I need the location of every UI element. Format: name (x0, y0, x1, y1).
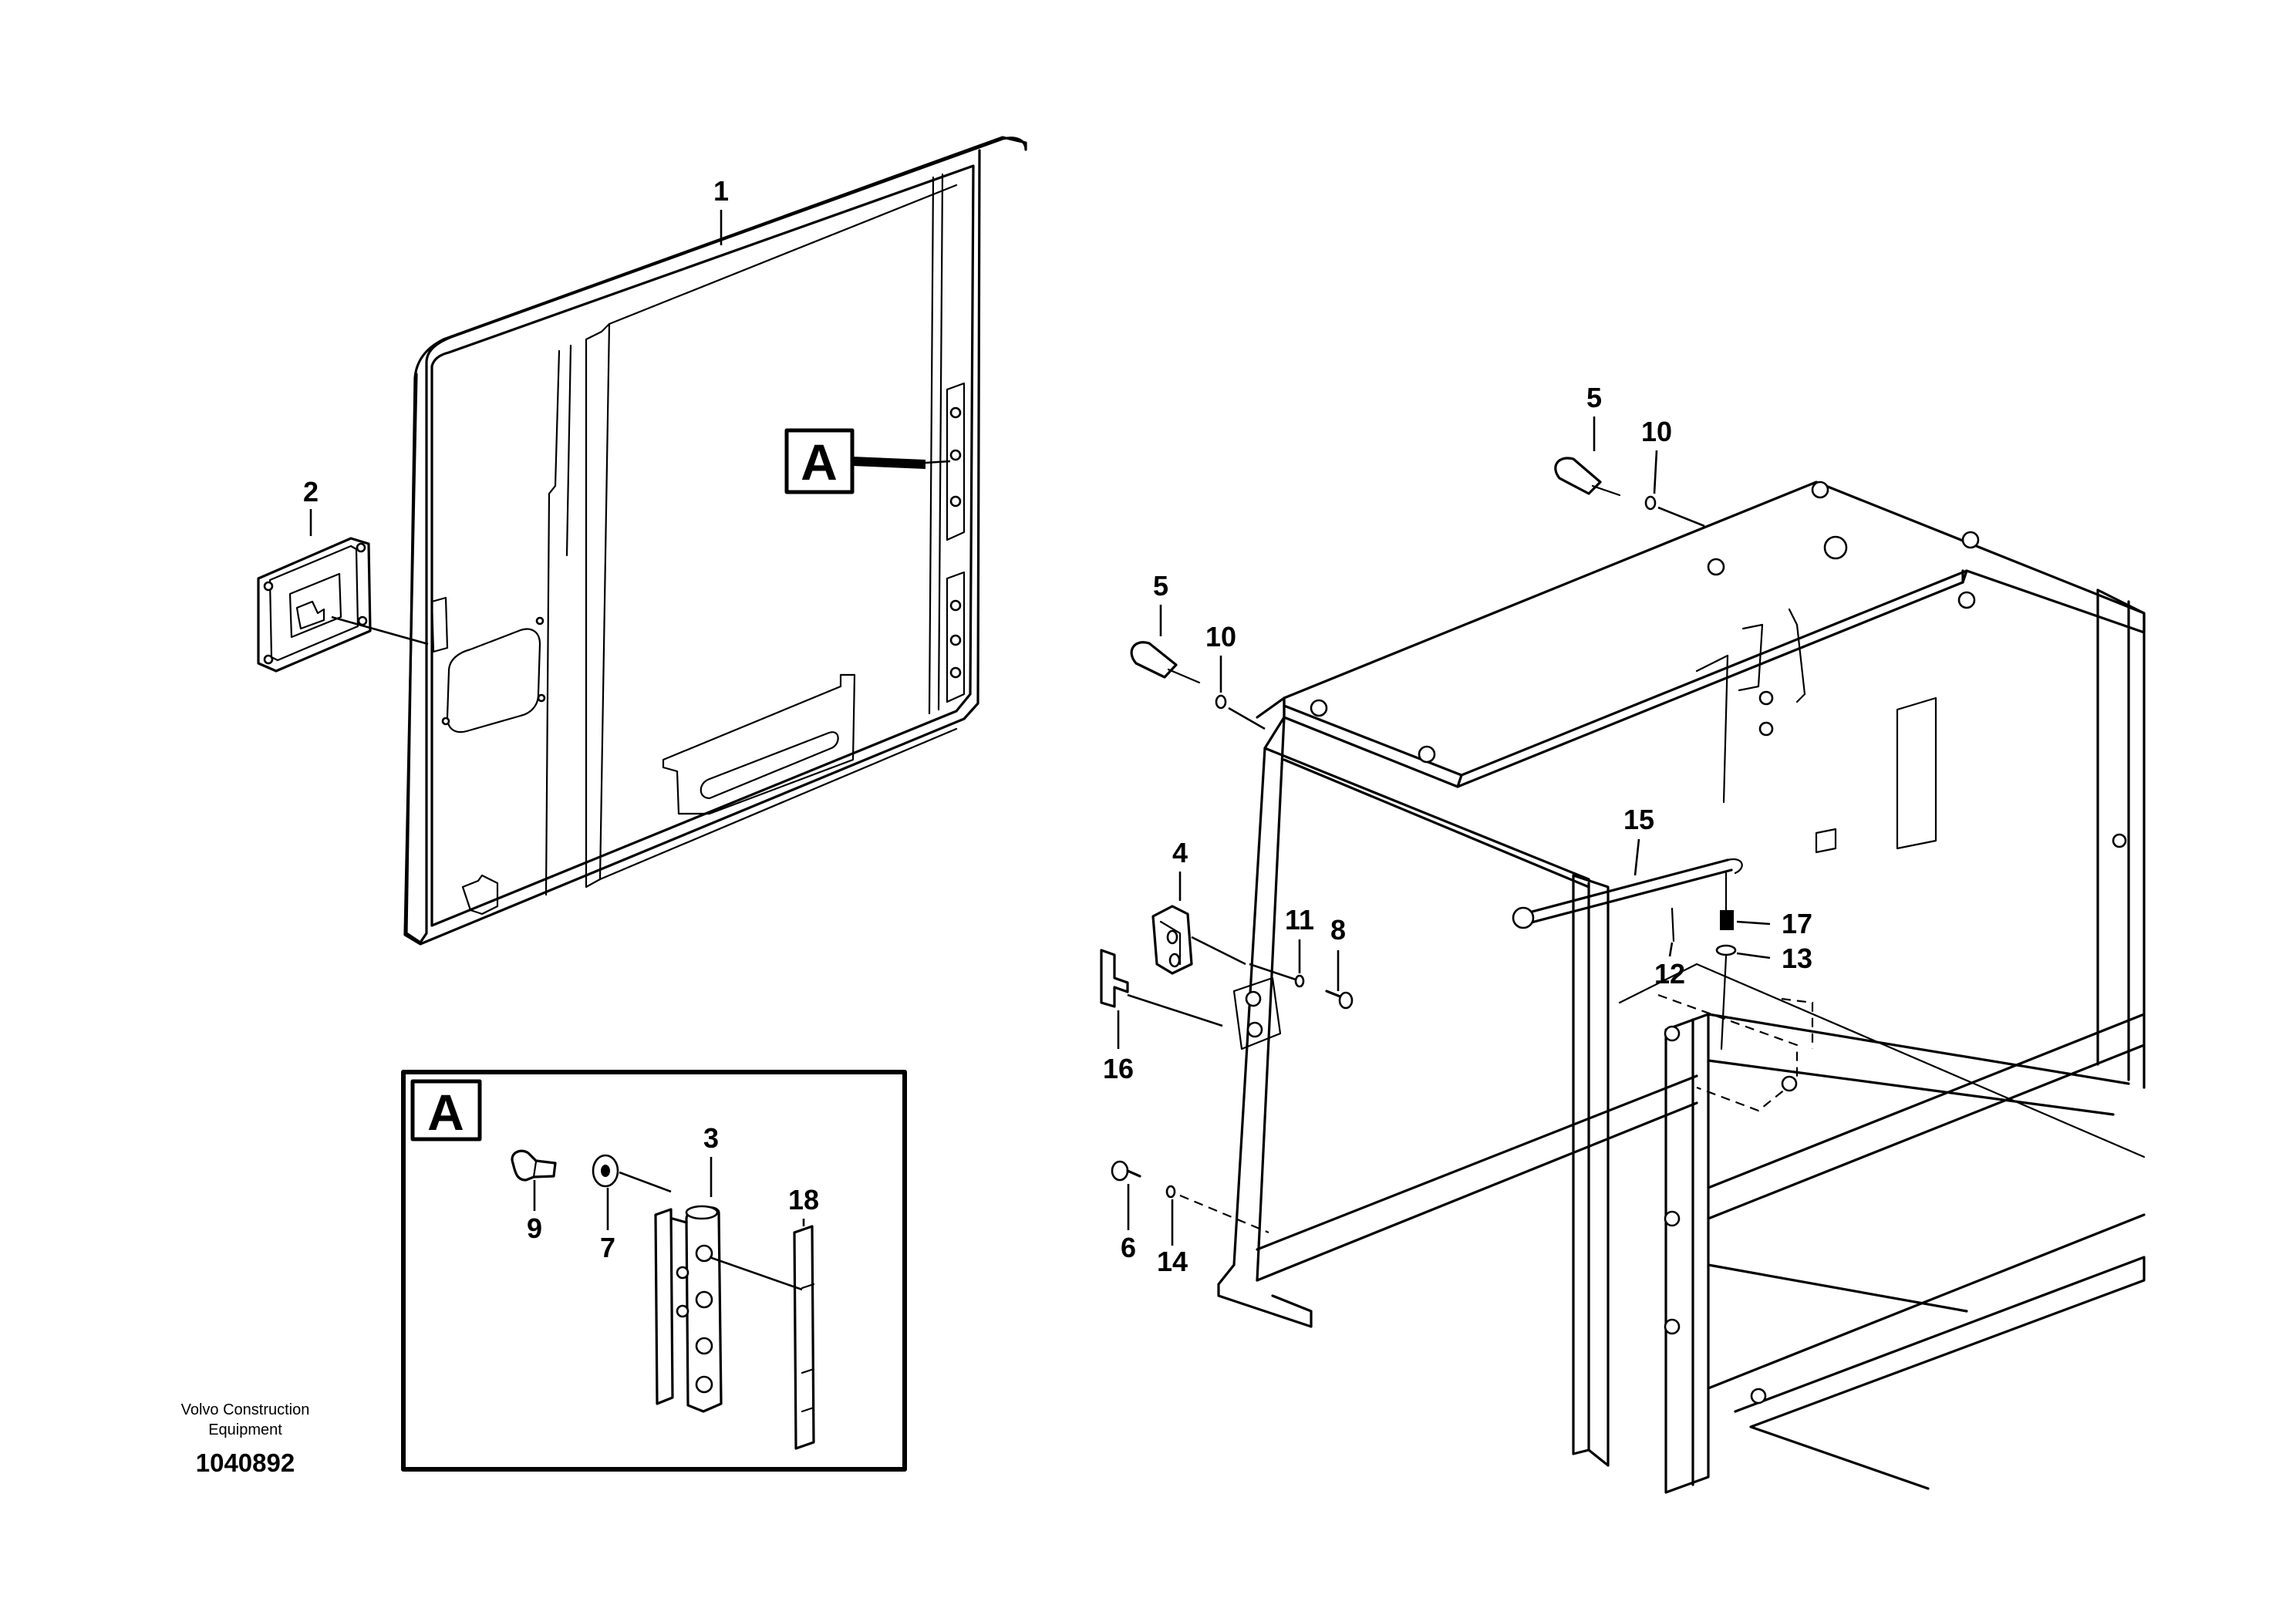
company-name-line2: Equipment (208, 1421, 282, 1438)
callout-14: 14 (1157, 1246, 1188, 1277)
callout-15: 15 (1623, 804, 1654, 835)
part-17-spring (1720, 872, 1734, 930)
footer: Volvo Construction Equipment 1040892 (181, 1401, 310, 1477)
callout-9: 9 (527, 1212, 542, 1244)
callout-1: 1 (713, 175, 729, 207)
callout-8: 8 (1330, 914, 1346, 946)
part-4-spacer-block (1151, 905, 1246, 975)
callout-3: 3 (703, 1122, 719, 1154)
company-name-line1: Volvo Construction (181, 1401, 310, 1418)
part-6-bolt (1111, 1160, 1141, 1182)
callout-4: 4 (1172, 837, 1188, 868)
part-8-bolt (1249, 963, 1354, 1010)
callout-2: 2 (303, 476, 319, 508)
part-13-washer (1715, 944, 1737, 1050)
door-panel (403, 136, 1027, 946)
callout-18: 18 (788, 1184, 819, 1216)
callout-10-lower: 10 (1205, 621, 1236, 653)
callout-labels: 1 2 3 4 5 5 6 7 8 9 10 10 11 12 13 14 (303, 175, 1812, 1277)
part-15-rod (1512, 858, 1743, 929)
callout-17: 17 (1782, 908, 1812, 939)
detail-inset-a (401, 1070, 907, 1472)
part-16-shim (1100, 949, 1223, 1027)
callout-13: 13 (1782, 943, 1812, 974)
callout-5-upper: 5 (1586, 382, 1602, 413)
detail-marker-a: A (784, 428, 951, 494)
part-5-upper-stud (1554, 457, 1705, 528)
document-number: 1040892 (196, 1448, 295, 1477)
callout-16: 16 (1103, 1053, 1134, 1084)
detail-marker-a-label: A (801, 433, 838, 491)
cab-frame (1217, 481, 2146, 1494)
part-12-pin (1671, 907, 1675, 943)
callout-10-upper: 10 (1641, 416, 1672, 447)
callout-7: 7 (600, 1232, 615, 1263)
callout-12: 12 (1654, 958, 1685, 990)
part-11-washer (1294, 974, 1305, 988)
callout-11: 11 (1285, 904, 1314, 936)
latch-assembly (257, 537, 372, 673)
callout-5-lower: 5 (1153, 570, 1168, 602)
part-14-washer (1165, 1185, 1269, 1234)
callout-6: 6 (1121, 1232, 1136, 1263)
part-5-lower-stud (1130, 641, 1266, 730)
detail-inset-a-label: A (427, 1084, 464, 1141)
